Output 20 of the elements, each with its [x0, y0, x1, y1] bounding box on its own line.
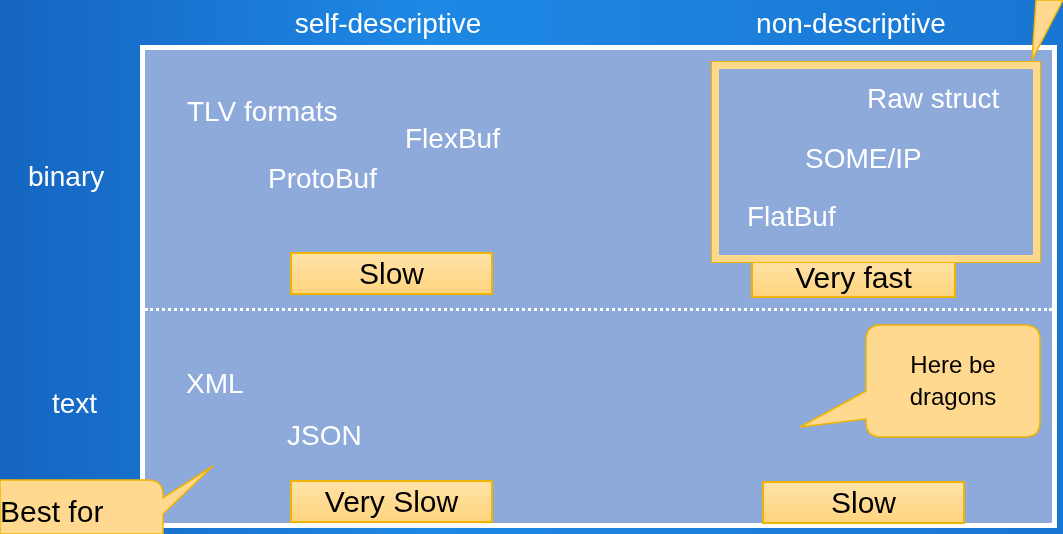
format-name: SOME/IP	[805, 145, 922, 173]
format-name: ProtoBuf	[268, 165, 377, 193]
format-name: TLV formats	[187, 98, 338, 126]
row-heading: text	[52, 390, 98, 418]
format-name: Raw struct	[867, 85, 1000, 113]
speed-label-box: Slow	[762, 481, 965, 524]
column-heading: non-descriptive	[756, 10, 946, 38]
speech-bubble: Here be dragons	[797, 323, 1042, 439]
speech-bubble	[1030, 0, 1063, 62]
speed-label-box: Slow	[290, 252, 493, 295]
speed-label-box: Very Slow	[290, 480, 493, 523]
row-heading: binary	[28, 163, 105, 191]
column-heading: self-descriptive	[294, 10, 482, 38]
format-name: FlexBuf	[405, 125, 500, 153]
highlight-frame	[712, 62, 1040, 262]
format-name: XML	[186, 370, 244, 398]
speech-bubble: Best for	[0, 462, 215, 534]
matrix-panel	[140, 45, 1057, 528]
format-name: JSON	[287, 422, 362, 450]
format-name: FlatBuf	[747, 203, 836, 231]
